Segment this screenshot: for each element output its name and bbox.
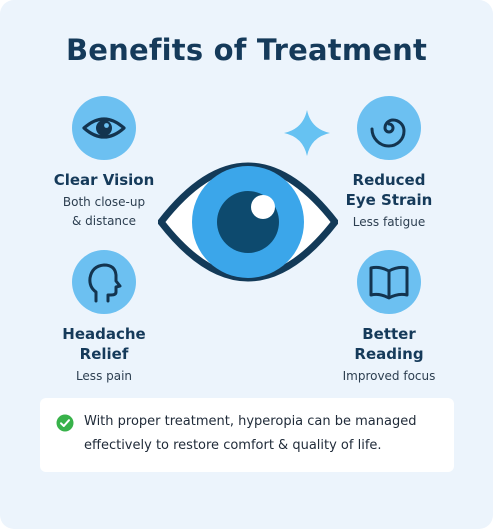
benefit-subtitle: Less fatigue: [314, 213, 464, 232]
benefit-title-line: Clear Vision: [53, 171, 155, 189]
note-text-line: effectively to restore comfort & quality…: [84, 438, 382, 453]
eye-icon: [82, 117, 126, 139]
benefit-subtitle-line: Improved focus: [342, 369, 436, 383]
benefit-better-reading: Better Reading Improved focus: [314, 250, 464, 386]
page-title: Benefits of Treatment: [65, 33, 428, 67]
benefit-headache-relief: Headache Relief Less pain: [29, 250, 179, 386]
benefit-title-line: Eye Strain: [345, 191, 433, 209]
benefit-reduced-eye-strain: Reduced Eye Strain Less fatigue: [314, 96, 464, 232]
benefit-title-line: Relief: [79, 345, 129, 363]
benefit-title-line: Better: [362, 325, 416, 343]
benefit-title-line: Headache: [62, 325, 146, 343]
spiral-icon: [370, 118, 406, 148]
icon-circle: [72, 250, 136, 314]
icon-circle: [357, 250, 421, 314]
benefit-subtitle-line: Both close-up: [62, 195, 146, 209]
note-text: With proper treatment, hyperopia can be …: [84, 410, 446, 458]
treatment-note: With proper treatment, hyperopia can be …: [40, 398, 454, 472]
benefit-subtitle-line: Less fatigue: [352, 215, 426, 229]
benefit-title: Better Reading: [314, 324, 464, 364]
note-text-line: With proper treatment, hyperopia can be …: [84, 414, 417, 429]
benefit-title: Reduced Eye Strain: [314, 170, 464, 210]
benefit-title-line: Reading: [354, 345, 424, 363]
sparkle-icon: [284, 110, 330, 156]
eye-highlight: [251, 195, 275, 219]
benefit-subtitle: Improved focus: [314, 367, 464, 386]
check-circle-icon: [56, 414, 74, 432]
central-eye-illustration: [158, 162, 338, 282]
benefit-subtitle-line: Less pain: [75, 369, 133, 383]
benefit-title: Clear Vision: [29, 170, 179, 190]
benefit-title-line: Reduced: [352, 171, 426, 189]
icon-circle: [357, 96, 421, 160]
benefit-subtitle-line: & distance: [71, 214, 137, 228]
head-profile-icon: [88, 263, 122, 303]
open-book-icon: [369, 265, 409, 300]
benefit-clear-vision: Clear Vision Both close-up & distance: [29, 96, 179, 231]
benefit-subtitle: Both close-up & distance: [29, 193, 179, 231]
benefit-title: Headache Relief: [29, 324, 179, 364]
benefit-subtitle: Less pain: [29, 367, 179, 386]
icon-circle: [72, 96, 136, 160]
